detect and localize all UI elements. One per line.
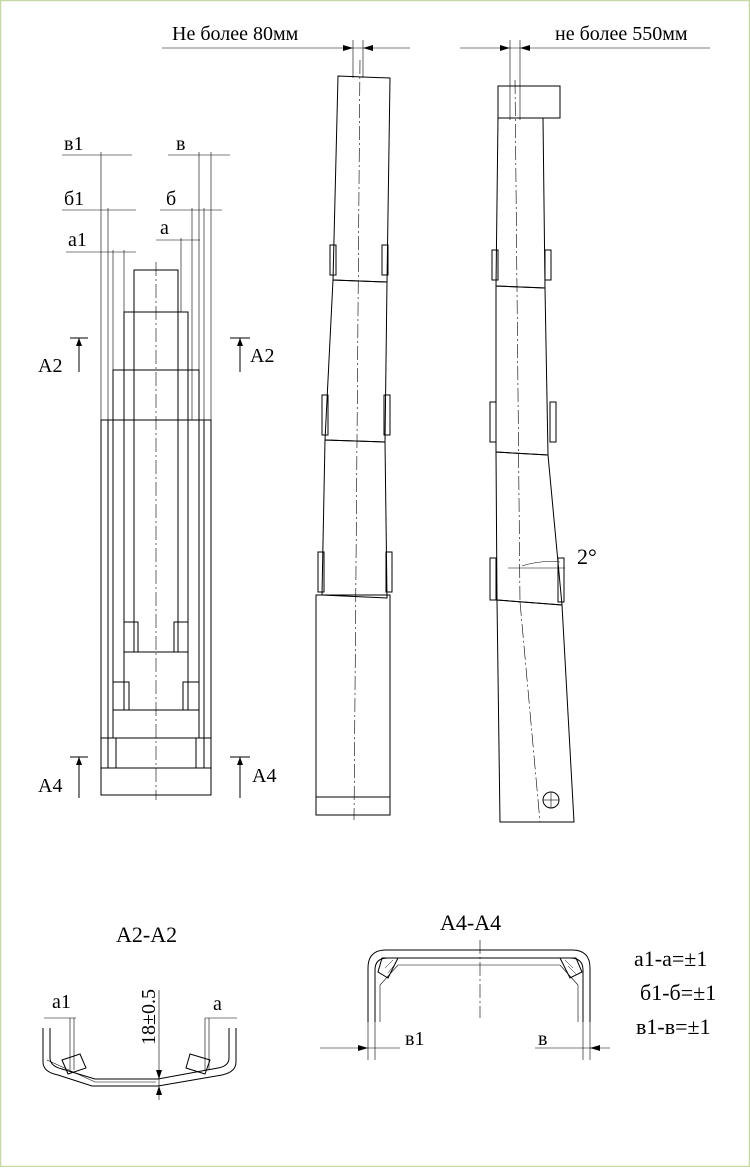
label-b: б bbox=[166, 188, 176, 210]
section-a2-title: A2-A2 bbox=[116, 922, 177, 947]
tolerance-v: в1-в=±1 bbox=[636, 1014, 711, 1039]
label-b1: б1 bbox=[64, 188, 84, 210]
angle-label: 2° bbox=[577, 544, 597, 569]
length-limit-label: не более 550мм bbox=[555, 23, 688, 45]
section-mark-a4-right: A4 bbox=[252, 765, 276, 787]
section-mark-a4-left: A4 bbox=[38, 775, 62, 797]
thickness-label: 18±0.5 bbox=[138, 989, 160, 1045]
label-v1: в1 bbox=[64, 133, 83, 155]
section-a2-left-label: а1 bbox=[52, 991, 71, 1013]
label-v: в bbox=[176, 133, 185, 155]
section-mark-a2-right: A2 bbox=[250, 345, 274, 367]
section-a4-title: A4-A4 bbox=[440, 910, 501, 935]
front-view: в1 в б1 б а1 а A2 A2 A4 A4 bbox=[38, 133, 276, 800]
label-a: а bbox=[160, 217, 169, 239]
label-a1: а1 bbox=[68, 229, 87, 251]
section-mark-a2-left: A2 bbox=[38, 355, 62, 377]
section-a2: A2-A2 а1 а 18±0.5 bbox=[42, 922, 237, 1100]
width-limit-label: Не более 80мм bbox=[172, 23, 299, 45]
tolerance-notes: а1-а=±1 б1-б=±1 в1-в=±1 bbox=[634, 946, 716, 1039]
right-view: не более 550мм 2° bbox=[460, 23, 710, 823]
tolerance-b: б1-б=±1 bbox=[640, 980, 716, 1005]
middle-view: Не более 80мм bbox=[162, 23, 410, 821]
tolerance-a: а1-а=±1 bbox=[634, 946, 707, 971]
section-a4: A4-A4 в1 в bbox=[320, 910, 610, 1060]
section-a4-right-label: в bbox=[538, 1028, 547, 1050]
section-a4-left-label: в1 bbox=[405, 1028, 424, 1050]
section-a2-right-label: а bbox=[213, 993, 222, 1015]
